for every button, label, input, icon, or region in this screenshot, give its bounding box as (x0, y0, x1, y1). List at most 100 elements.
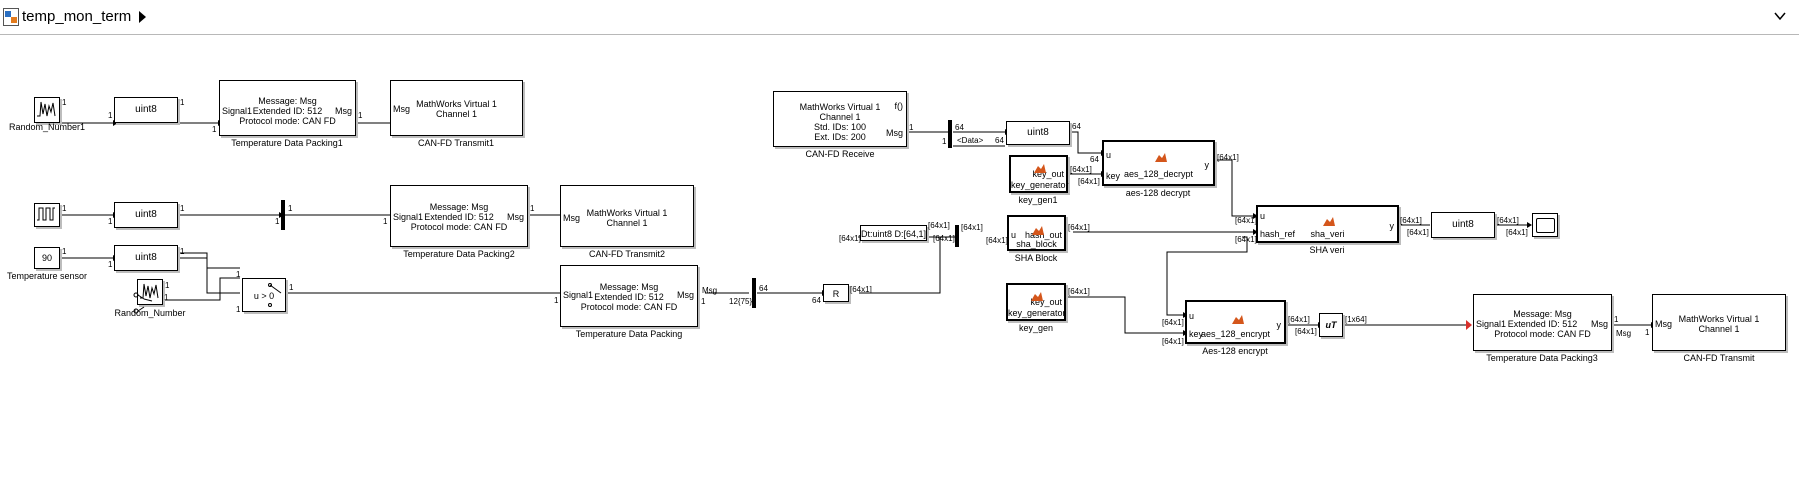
demux-block[interactable] (752, 278, 756, 308)
output-port-label: Msg (506, 212, 524, 222)
uint8-conversion-block[interactable]: uint8 (1431, 212, 1495, 238)
random-number1-block[interactable] (34, 97, 60, 123)
port-label: 1 (180, 247, 185, 256)
matlab-function-icon (1232, 315, 1244, 324)
can-pack-block-2[interactable]: Message: Msg Extended ID: 512 Protocol m… (390, 185, 528, 247)
input-port-label: Msg (563, 213, 581, 223)
block-label: Extended ID: 512 (424, 212, 494, 222)
port-label: 1 (180, 98, 185, 107)
block-name: CAN-FD Transmit2 (588, 249, 666, 259)
input-port-label: Signal1 (1476, 319, 1507, 329)
output-port-label: y (1389, 221, 1395, 231)
port-label: 1 (62, 204, 67, 213)
block-label: Ext. IDs: 200 (814, 132, 866, 142)
port-label: 1 (108, 260, 113, 269)
model-canvas[interactable]: Random_Number1 1 uint8 1 1 Message: Msg … (0, 35, 1799, 479)
manual-switch-icon[interactable] (132, 289, 160, 317)
port-label: Msg (702, 286, 718, 295)
input-port-label: Msg (393, 104, 411, 114)
block-label: Message: Msg (429, 202, 489, 212)
simulink-model-icon (3, 8, 19, 26)
output-port-label: Msg (676, 290, 694, 300)
block-name: key_gen1 (1018, 195, 1058, 205)
uint8-conversion-block[interactable]: uint8 (114, 202, 178, 228)
chevron-down-icon[interactable] (1773, 10, 1787, 22)
can-fd-transmit1-block[interactable]: MathWorks Virtual 1 Channel 1 Msg (390, 80, 523, 136)
can-pack-block[interactable]: Message: Msg Extended ID: 512 Protocol m… (560, 265, 698, 327)
uint8-conversion-block[interactable]: uint8 (114, 97, 178, 123)
input-port-label: hash_ref (1260, 229, 1296, 239)
block-name: Temperature Data Packing (575, 329, 683, 339)
port-label: 1 (554, 296, 559, 305)
port-label: 64 (1090, 155, 1099, 164)
port-label: [64x1] (961, 223, 983, 232)
block-label: Protocol mode: CAN FD (410, 222, 508, 232)
block-label: R (832, 289, 840, 299)
port-label: [64x1] (1288, 315, 1310, 324)
matlab-function-icon (1034, 164, 1046, 173)
input-port-label: u (1189, 311, 1195, 321)
temperature-sensor-constant[interactable]: 90 (34, 247, 60, 269)
breadcrumb-arrow-icon[interactable] (136, 10, 148, 24)
port-label: [64x1] (1400, 216, 1422, 225)
block-name: SHA Block (1014, 253, 1058, 263)
uint8-conversion-block[interactable]: uint8 (1006, 121, 1070, 145)
port-label: [64x1] (1497, 216, 1519, 225)
block-name: CAN-FD Transmit (1683, 353, 1755, 363)
port-label: [64x1] (1162, 337, 1184, 346)
transpose-block[interactable]: uT (1319, 313, 1343, 337)
block-label: Protocol mode: CAN FD (1494, 329, 1591, 339)
block-label: MathWorks Virtual 1 (1678, 314, 1760, 324)
port-label: 1 (909, 123, 914, 132)
port-label: 1 (1645, 328, 1650, 337)
uint8-conversion-block[interactable]: uint8 (114, 245, 178, 271)
block-name: SHA veri (1309, 245, 1345, 255)
port-label: [64x1] (1068, 223, 1090, 232)
output-port-label: Msg (334, 106, 352, 116)
port-label: 1 (180, 204, 185, 213)
function-name: key_generator (1008, 308, 1066, 318)
aes-128-decrypt-block[interactable]: u key y aes_128_decrypt (1102, 140, 1215, 186)
reshape-block[interactable]: R (823, 284, 849, 302)
can-fd-transmit-block[interactable]: MathWorks Virtual 1 Channel 1 Msg (1652, 294, 1786, 351)
block-name: Aes-128 encrypt (1202, 346, 1268, 356)
block-label: Channel 1 (1698, 324, 1740, 334)
port-label: [64x1] (1078, 177, 1100, 186)
input-port-label: Signal1 (563, 290, 594, 300)
block-label: uint8 (1452, 219, 1474, 230)
block-name: Temperature sensor (6, 271, 88, 281)
sha-veri-block[interactable]: u hash_ref y sha_veri (1256, 205, 1399, 243)
mux-block[interactable] (281, 200, 285, 230)
model-toolbar: temp_mon_term (0, 0, 1799, 35)
bus-element-label: <Data> (957, 136, 984, 145)
block-label: Channel 1 (435, 109, 478, 119)
port-label: [64x1] (1070, 165, 1092, 174)
bus-selector-block[interactable] (948, 120, 952, 148)
block-name: Temperature Data Packing3 (1486, 353, 1598, 363)
block-label: uT (1325, 320, 1337, 330)
data-type-conversion-block[interactable]: Dt:uint8 D:[64,1] (860, 225, 927, 241)
port-label: [64x1] (1506, 228, 1528, 237)
block-label: Message: Msg (258, 96, 317, 106)
can-pack-block-1[interactable]: Message: Msg Extended ID: 512 Protocol m… (219, 80, 356, 136)
can-fd-transmit2-block[interactable]: MathWorks Virtual 1 Channel 1 Msg (560, 185, 694, 247)
port-label: 1 (236, 270, 241, 279)
port-label: [64x1] (928, 221, 950, 230)
model-title[interactable]: temp_mon_term (22, 8, 132, 25)
display-block[interactable] (1532, 213, 1558, 237)
key-gen1-block[interactable]: key_out key_generator (1009, 155, 1069, 193)
can-fd-receive-block[interactable]: MathWorks Virtual 1 Channel 1 Std. IDs: … (773, 91, 907, 147)
mux-block[interactable] (955, 225, 959, 247)
can-pack-block-3[interactable]: Message: Msg Extended ID: 512 Protocol m… (1473, 294, 1612, 351)
port-label: 1 (383, 217, 388, 226)
pulse-generator-block[interactable] (34, 203, 60, 227)
switch-block[interactable]: u > 0 (242, 278, 286, 312)
key-gen-block[interactable]: key_out key_generator (1006, 283, 1066, 321)
port-label: [64x1] (1217, 153, 1239, 162)
sha-block[interactable]: u hash_out sha_block (1007, 215, 1066, 251)
aes-128-encrypt-block[interactable]: u key y aes_128_encrypt (1185, 300, 1286, 344)
port-label: 1 (212, 125, 217, 134)
port-label: [64x1] (1407, 228, 1429, 237)
port-label: 1 (62, 247, 67, 256)
port-label: [1x64] (1345, 315, 1367, 324)
